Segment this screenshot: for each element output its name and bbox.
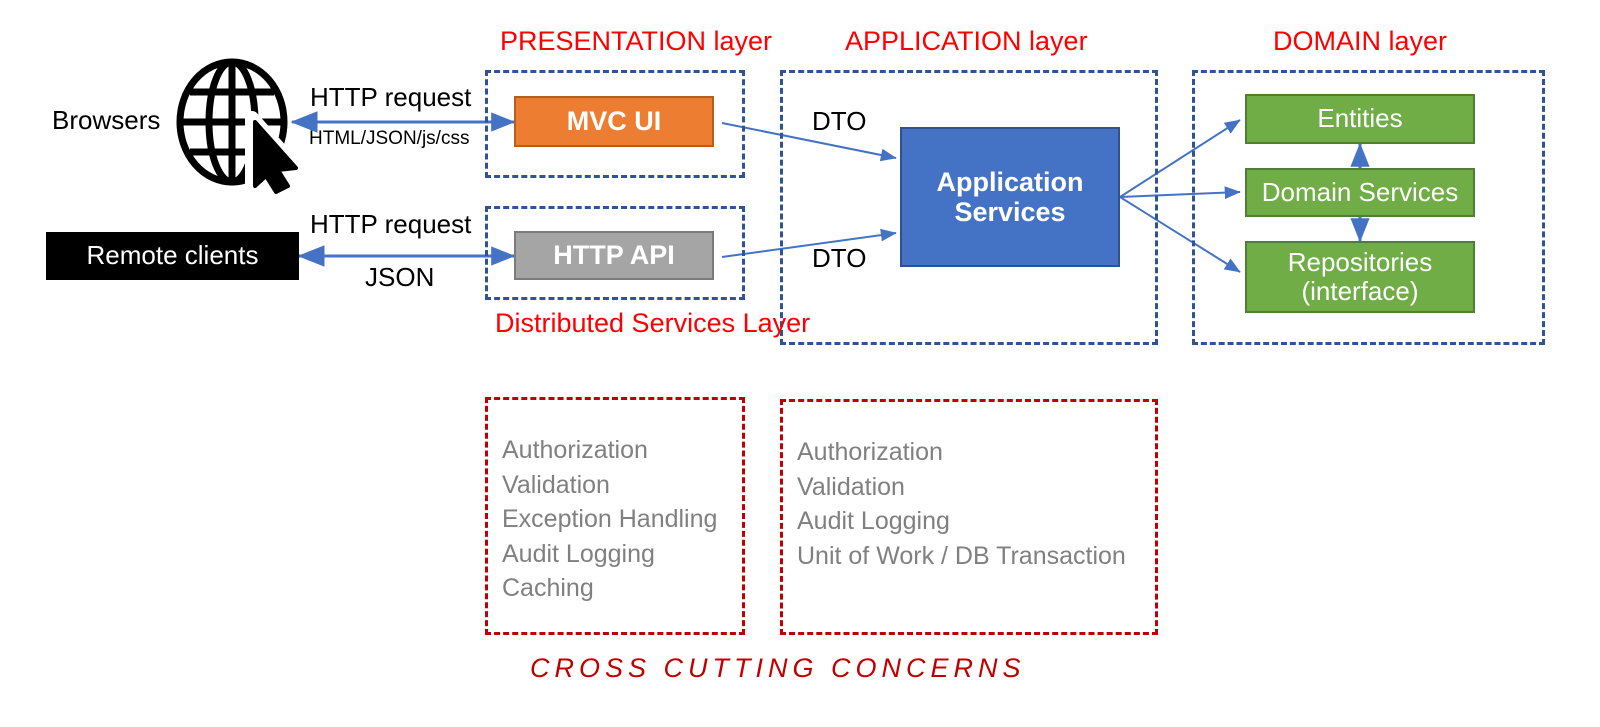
domain-services-box[interactable]: Domain Services bbox=[1245, 168, 1475, 217]
cross-cutting-item: Validation bbox=[797, 472, 905, 501]
application-layer-box bbox=[780, 70, 1158, 345]
entities-box[interactable]: Entities bbox=[1245, 94, 1475, 144]
layer-title-presentation: PRESENTATION layer bbox=[500, 26, 773, 56]
http-api-box[interactable]: HTTP API bbox=[514, 231, 714, 280]
dto-label-bottom: DTO bbox=[812, 243, 867, 273]
domain-layer-box bbox=[1192, 70, 1545, 345]
presentation-cross-cutting-box: Authorization Validation Exception Handl… bbox=[485, 397, 745, 635]
presentation-cross-cutting-list: Authorization Validation Exception Handl… bbox=[502, 433, 717, 606]
cross-cutting-item: Authorization bbox=[502, 436, 648, 464]
cross-cutting-item: Authorization bbox=[797, 438, 943, 466]
application-cross-cutting-box: Authorization Validation Audit Logging U… bbox=[780, 399, 1158, 635]
cross-cutting-concerns-footer: CROSS CUTTING CONCERNS bbox=[530, 653, 1026, 683]
browser-http-request-label: HTTP request bbox=[310, 82, 472, 112]
remote-response-label: JSON bbox=[365, 262, 435, 292]
cross-cutting-item: Caching bbox=[502, 574, 594, 602]
cross-cutting-item: Audit Logging bbox=[502, 539, 655, 568]
remote-http-request-label: HTTP request bbox=[310, 209, 472, 239]
remote-clients-box: Remote clients bbox=[46, 232, 299, 280]
globe-icon bbox=[176, 58, 288, 186]
browser-response-label: HTML/JSON/js/css bbox=[309, 128, 470, 149]
cross-cutting-item: Audit Logging bbox=[797, 507, 950, 535]
layer-title-application: APPLICATION layer bbox=[845, 26, 1088, 56]
distributed-services-layer-label: Distributed Services Layer bbox=[495, 308, 811, 338]
browsers-label: Browsers bbox=[52, 105, 161, 135]
mvc-ui-box[interactable]: MVC UI bbox=[514, 96, 714, 147]
cross-cutting-item: Validation bbox=[502, 470, 610, 499]
application-services-box[interactable]: Application Services bbox=[900, 127, 1120, 267]
cross-cutting-item: Unit of Work / DB Transaction bbox=[797, 541, 1126, 570]
cross-cutting-item: Exception Handling bbox=[502, 505, 718, 533]
presentation-layer-box-top bbox=[485, 70, 745, 178]
layer-title-domain: DOMAIN layer bbox=[1272, 26, 1448, 56]
dto-label-top: DTO bbox=[812, 106, 867, 136]
mouse-cursor-icon bbox=[245, 111, 307, 203]
presentation-layer-box-bottom bbox=[485, 206, 745, 300]
repositories-box[interactable]: Repositories (interface) bbox=[1245, 241, 1475, 313]
application-cross-cutting-list: Authorization Validation Audit Logging U… bbox=[797, 435, 1126, 573]
